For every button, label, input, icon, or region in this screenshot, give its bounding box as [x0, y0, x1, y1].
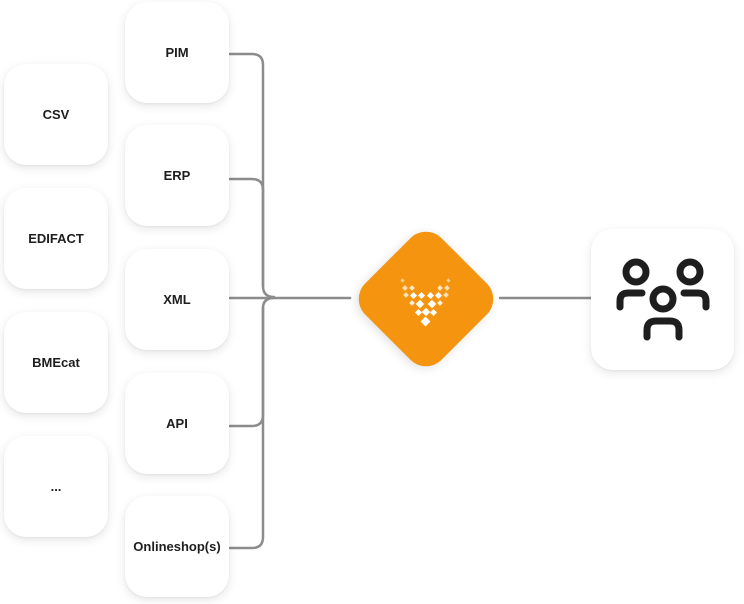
- source-card-csv: CSV: [4, 64, 108, 165]
- connector-pim: [228, 52, 276, 299]
- source-label: EDIFACT: [28, 231, 84, 246]
- source-label: Onlineshop(s): [133, 539, 221, 554]
- users-group-icon: [616, 258, 709, 340]
- source-label: API: [166, 416, 188, 431]
- heart-dots-logo-icon: [400, 278, 451, 327]
- source-label: BMEcat: [32, 355, 80, 370]
- connector-onlineshop: [228, 296, 276, 550]
- source-card-pim: PIM: [125, 2, 229, 103]
- source-card-api: API: [125, 373, 229, 474]
- users-card: [591, 229, 734, 370]
- source-card-xml: XML: [125, 249, 229, 350]
- source-card-more: ...: [4, 436, 108, 537]
- connector-erp: [228, 177, 265, 288]
- source-card-erp: ERP: [125, 125, 229, 226]
- source-card-bmecat: BMEcat: [4, 312, 108, 413]
- source-label: ERP: [163, 168, 191, 183]
- source-label: CSV: [42, 107, 70, 122]
- connector-api: [228, 306, 265, 428]
- source-label: ...: [50, 479, 62, 494]
- source-card-onlineshops: Onlineshop(s): [125, 496, 229, 597]
- source-label: XML: [163, 292, 191, 307]
- source-label: PIM: [165, 45, 189, 60]
- source-card-edifact: EDIFACT: [4, 188, 108, 289]
